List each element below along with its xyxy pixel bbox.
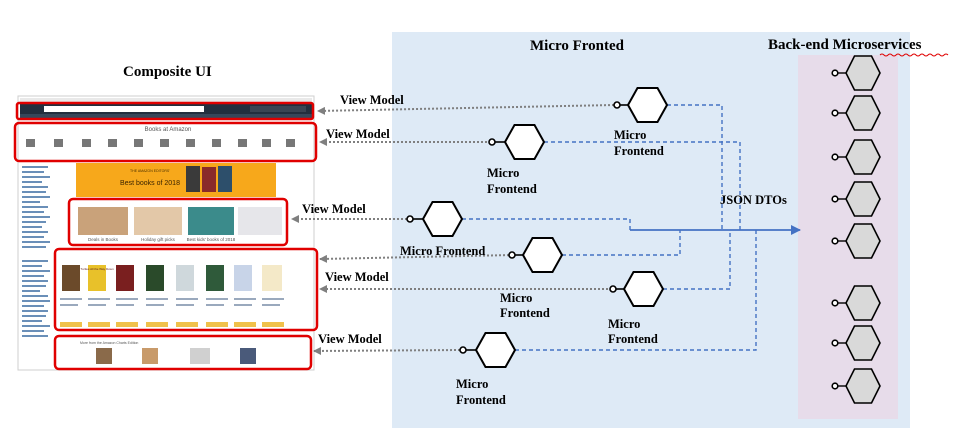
service-hexagon-7	[831, 325, 881, 361]
view-model-label-4: View Model	[325, 270, 389, 284]
books-at-amazon-header: Books at Amazon	[145, 127, 192, 133]
mf-label-4-line2: Frontend	[500, 306, 550, 320]
view-model-label-3: View Model	[302, 202, 366, 216]
micro-frontend-hexagon-5	[609, 271, 665, 307]
json-dtos-label: JSON DTOs	[720, 193, 787, 207]
mf-label-1-line1: Micro	[614, 128, 646, 142]
json-dto-lines	[462, 104, 801, 351]
spellcheck-underline	[879, 53, 949, 57]
bottom-strip-text: More from the Amazon Charts Edition	[80, 341, 138, 345]
service-hexagon-2	[831, 95, 881, 131]
view-model-label-2: View Model	[326, 127, 390, 141]
banner-small-text: THE AMAZON EDITORS'	[130, 169, 170, 173]
amazon-books-screenshot: Books at Amazon	[17, 95, 315, 371]
mf-label-5-line1: Micro	[608, 317, 640, 331]
mf-label-6-line2: Frontend	[456, 393, 506, 407]
mf-label-3: Micro Frontend	[400, 244, 485, 258]
micro-frontend-hexagon-6	[459, 332, 517, 368]
micro-frontend-title: Micro Fronted	[530, 38, 625, 54]
mf-label-5-line2: Frontend	[608, 332, 658, 346]
highlight-tiles	[67, 197, 289, 247]
best-books-banner-text: Best books of 2018	[120, 180, 180, 187]
micro-frontend-hexagon-1	[613, 87, 669, 123]
micro-frontend-hexagon-3	[406, 201, 464, 237]
view-model-arrows	[291, 104, 615, 355]
mf-label-4-line1: Micro	[500, 291, 532, 305]
highlight-header	[15, 101, 315, 121]
service-hexagon-6	[831, 285, 881, 321]
view-model-label-1: View Model	[340, 93, 404, 107]
composite-ui-title: Composite UI	[123, 64, 212, 80]
highlight-books	[53, 247, 319, 332]
service-hexagon-1	[831, 55, 881, 91]
service-hexagon-3	[831, 139, 881, 175]
backend-service-hexagons	[831, 55, 881, 404]
view-model-label-5: View Model	[318, 332, 382, 346]
micro-frontend-hexagon-4	[508, 237, 564, 273]
highlight-bottom	[53, 334, 313, 371]
highlight-categories	[13, 121, 318, 163]
service-hexagon-5	[831, 223, 881, 259]
service-hexagon-8	[831, 368, 881, 404]
mf-label-1-line2: Frontend	[614, 144, 664, 158]
mf-label-6-line1: Micro	[456, 377, 488, 391]
mf-label-2-line1: Micro	[487, 166, 519, 180]
book-title-sample: Turtles All the Way Down	[80, 267, 114, 271]
service-hexagon-4	[831, 181, 881, 217]
tile-deals-in-books: Deals in Books	[88, 237, 119, 242]
backend-title: Back-end Microservices	[768, 37, 922, 53]
mf-label-2-line2: Frontend	[487, 182, 537, 196]
tile-holiday-gift-picks: Holiday gift picks	[141, 237, 176, 242]
tile-best-kids-books: Best kids' books of 2018	[187, 237, 236, 242]
micro-frontend-hexagon-2	[488, 124, 546, 160]
